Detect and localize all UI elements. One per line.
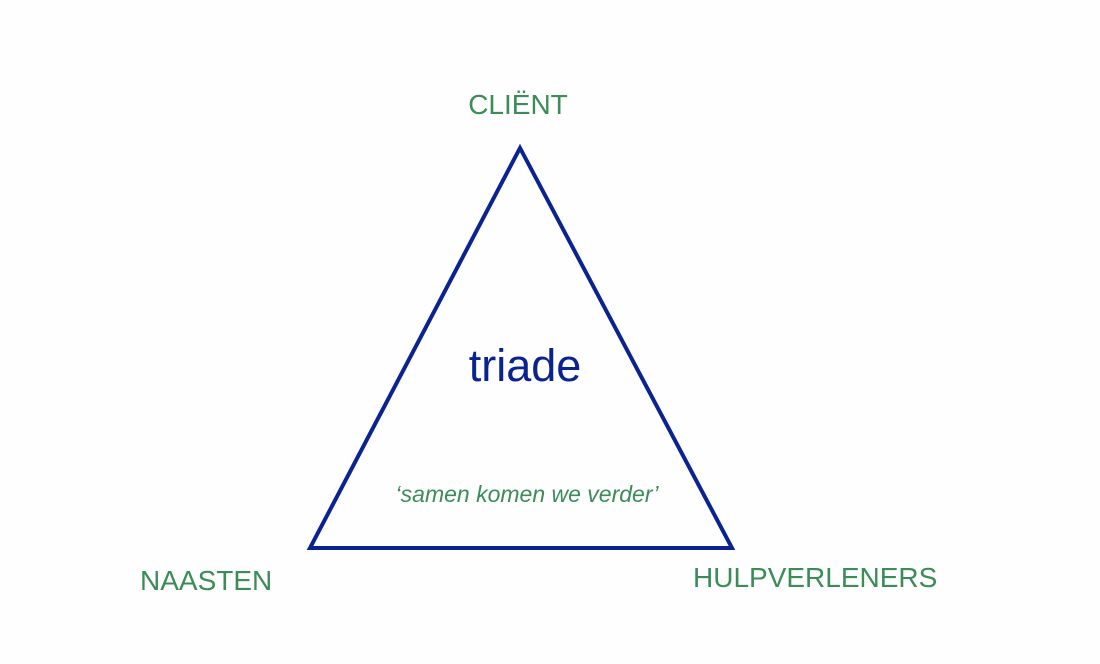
triad-triangle xyxy=(306,143,736,550)
diagram-title: triade xyxy=(468,340,582,391)
vertex-label-client: CLIËNT xyxy=(468,89,568,120)
vertex-label-naasten: NAASTEN xyxy=(140,565,273,596)
vertex-label-hulpverleners: HULPVERLENERS xyxy=(693,562,938,593)
diagram-tagline: ‘samen komen we verder’ xyxy=(395,481,659,507)
